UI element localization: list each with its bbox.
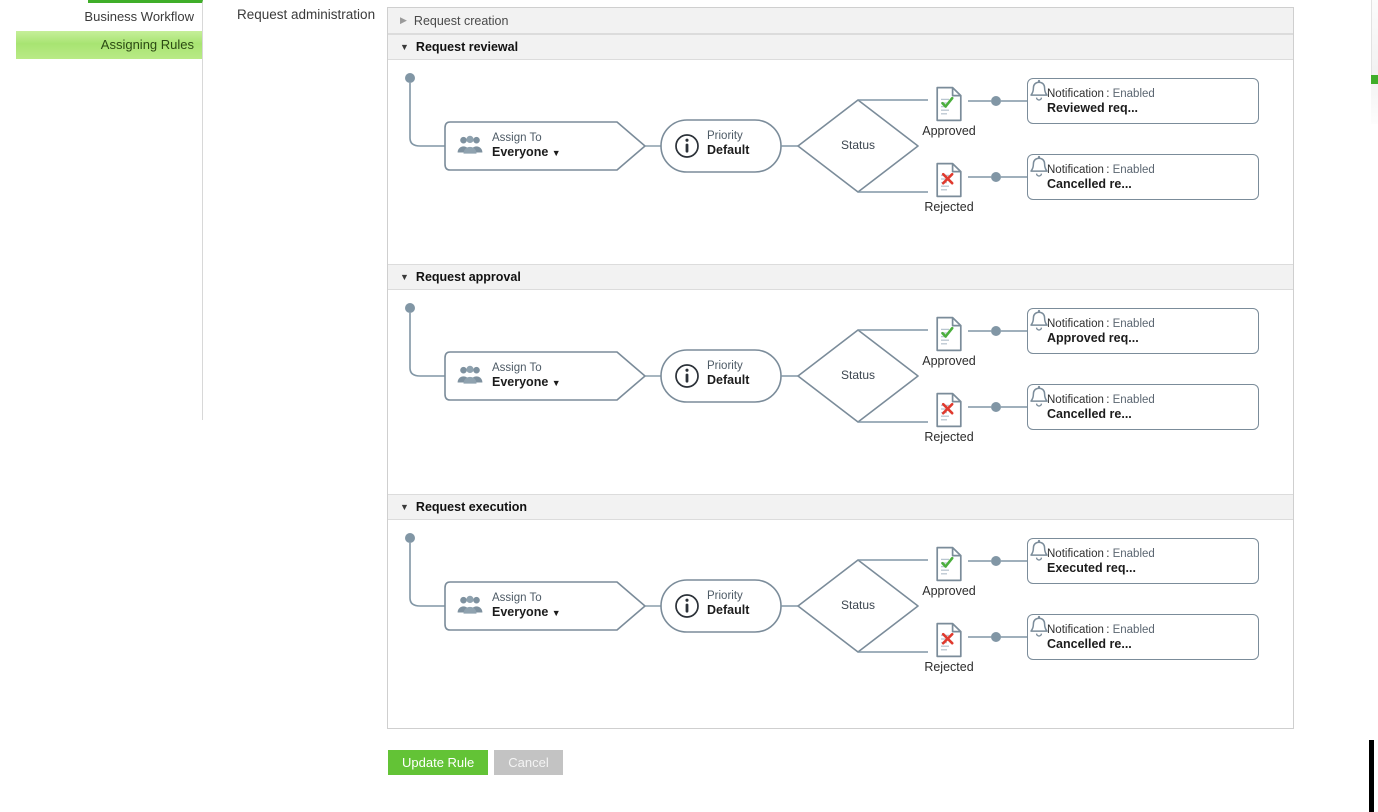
bell-icon [1030,155,1048,177]
bell-icon [1030,79,1048,101]
sidebar-item-business-workflow[interactable]: Business Workflow [84,9,194,24]
chevron-down-icon: ▼ [400,271,409,282]
notification-title: Cancelled re... [1047,176,1132,191]
rejected-notification-box[interactable]: Notification : Enabled Cancelled re... [1027,154,1259,200]
section-header-request-execution[interactable]: ▼ Request execution [388,494,1293,520]
notification-state: Notification : Enabled [1047,547,1155,560]
workflow-diagram: Assign To Everyone ▼ Priority Default St… [388,290,1293,494]
document-check-icon [936,316,962,352]
notification-state: Notification : Enabled [1047,317,1155,330]
sidebar-top-gap [16,0,88,3]
right-edge-panel [1371,0,1378,110]
notification-title: Reviewed req... [1047,100,1139,115]
section-title: Request reviewal [415,40,519,54]
document-check-icon [936,86,962,122]
section-body-request-approval: Assign To Everyone ▼ Priority Default St… [388,290,1293,494]
sidebar: Business Workflow Assigning Rules [16,0,203,420]
chevron-right-icon: ▶ [400,15,407,25]
group-icon [457,135,483,154]
page-section-label: Request administration [237,7,376,22]
document-x-icon [936,162,962,198]
section-header-request-approval[interactable]: ▼ Request approval [388,264,1293,290]
status-node[interactable]: Status [840,368,876,382]
status-node[interactable]: Status [840,598,876,612]
right-edge-panel-lower [1371,84,1378,124]
notification-title: Executed req... [1047,560,1136,575]
rejected-label: Rejected [924,430,974,444]
section-body-request-review: Assign To Everyone ▼ Priority Default St… [388,60,1293,264]
sidebar-item-assigning-rules[interactable]: Assigning Rules [16,31,202,59]
status-node[interactable]: Status [840,138,876,152]
group-icon [457,595,483,614]
approved-notification-box[interactable]: Notification : Enabled Executed req... [1027,538,1259,584]
section-header-request-creation[interactable]: ▶ Request creation [388,8,1293,34]
info-icon [675,594,699,618]
chevron-down-icon: ▼ [400,41,409,52]
notification-state: Notification : Enabled [1047,623,1155,636]
notification-title: Approved req... [1047,330,1139,345]
approved-label: Approved [922,584,976,598]
bell-icon [1030,615,1048,637]
right-edge-dark-bar [1369,740,1374,812]
cancel-button[interactable]: Cancel [494,750,563,775]
bell-icon [1030,309,1048,331]
section-title: Request execution [415,500,528,514]
document-check-icon [936,546,962,582]
document-x-icon [936,392,962,428]
bell-icon [1030,539,1048,561]
chevron-down-icon: ▼ [400,501,409,512]
workflow-diagram: Assign To Everyone ▼ Priority Default St… [388,520,1293,724]
workflow-diagram: Assign To Everyone ▼ Priority Default St… [388,60,1293,264]
approved-notification-box[interactable]: Notification : Enabled Approved req... [1027,308,1259,354]
section-title: Request approval [415,270,521,284]
notification-state: Notification : Enabled [1047,393,1155,406]
request-administration-panel: ▶ Request creation ▼ Request reviewal As… [387,7,1294,729]
notification-state: Notification : Enabled [1047,87,1155,100]
rejected-notification-box[interactable]: Notification : Enabled Cancelled re... [1027,384,1259,430]
group-icon [457,365,483,384]
approved-notification-box[interactable]: Notification : Enabled Reviewed req... [1027,78,1259,124]
approved-label: Approved [922,124,976,138]
right-edge-accent [1371,75,1378,84]
form-actions: Update Rule Cancel [388,750,563,775]
info-icon [675,364,699,388]
info-icon [675,134,699,158]
document-x-icon [936,622,962,658]
section-header-request-review[interactable]: ▼ Request reviewal [388,34,1293,60]
approved-label: Approved [922,354,976,368]
rejected-label: Rejected [924,660,974,674]
rejected-notification-box[interactable]: Notification : Enabled Cancelled re... [1027,614,1259,660]
notification-title: Cancelled re... [1047,406,1132,421]
section-title: Request creation [413,13,509,28]
notification-title: Cancelled re... [1047,636,1132,651]
update-rule-button[interactable]: Update Rule [388,750,489,775]
section-body-request-execution: Assign To Everyone ▼ Priority Default St… [388,520,1293,724]
notification-state: Notification : Enabled [1047,163,1155,176]
rejected-label: Rejected [924,200,974,214]
bell-icon [1030,385,1048,407]
